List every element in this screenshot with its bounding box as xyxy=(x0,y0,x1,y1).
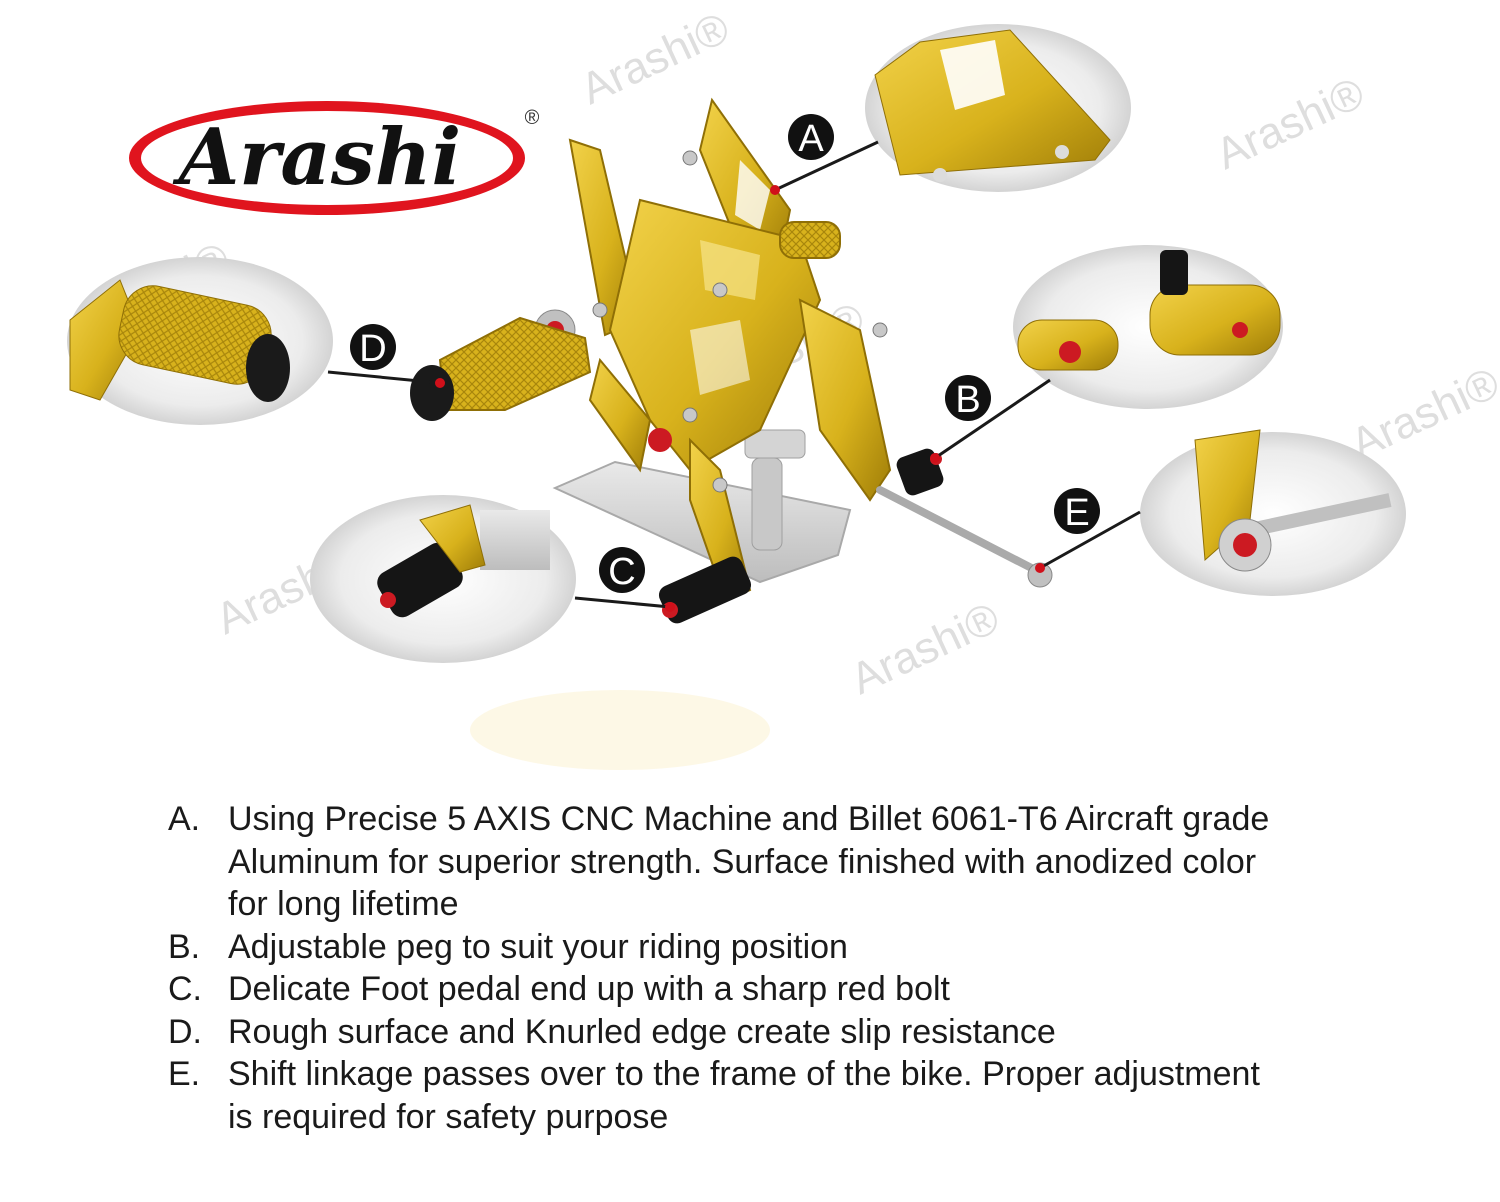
reflection xyxy=(470,690,770,770)
feature-d: D. Rough surface and Knurled edge create… xyxy=(168,1011,1398,1054)
footpeg xyxy=(410,316,592,421)
product-illustration: Arashi® Arashi® Arashi® Arashi® Arashi® … xyxy=(67,3,1500,770)
shift-linkage xyxy=(876,448,1053,588)
arashi-logo: Arashi ® xyxy=(129,101,540,215)
feature-c: C. Delicate Foot pedal end up with a sha… xyxy=(168,968,1398,1011)
product-art: Arashi® Arashi® Arashi® Arashi® Arashi® … xyxy=(67,3,1500,770)
logo-wordmark: Arashi xyxy=(172,112,461,203)
rearset-body xyxy=(534,97,892,602)
feature-a: A. Using Precise 5 AXIS CNC Machine and … xyxy=(168,798,1398,926)
feature-letter: A. xyxy=(168,800,201,838)
callout-c-label: C xyxy=(608,551,635,593)
feature-line: Adjustable peg to suit your riding posit… xyxy=(228,927,848,966)
feature-line: Using Precise 5 AXIS CNC Machine and Bil… xyxy=(228,800,1270,838)
detail-bubble-b xyxy=(1013,245,1283,409)
feature-letter: E. xyxy=(168,1055,201,1093)
callout-e-label: E xyxy=(1064,492,1089,534)
feature-line: Delicate Foot pedal end up with a sharp … xyxy=(228,970,951,1008)
feature-line: Aluminum for superior strength. Surface … xyxy=(228,842,1257,881)
feature-letter: D. xyxy=(168,1012,202,1051)
feature-line: for long lifetime xyxy=(228,885,459,923)
watermark-text: Arashi® xyxy=(844,593,1007,704)
callout-a: A xyxy=(788,114,834,160)
callout-lines xyxy=(327,140,1141,612)
detail-bubble-e xyxy=(1140,429,1406,596)
watermark-text: Arashi® xyxy=(1209,68,1372,179)
feature-letter: B. xyxy=(168,927,201,966)
detail-bubble-d xyxy=(67,257,333,425)
callout-a-label: A xyxy=(798,118,824,160)
feature-line: Shift linkage passes over to the frame o… xyxy=(228,1055,1260,1093)
feature-line: Rough surface and Knurled edge create sl… xyxy=(228,1012,1056,1051)
detail-bubble-c xyxy=(310,495,576,663)
feature-letter: C. xyxy=(168,970,202,1008)
registered-mark: ® xyxy=(525,107,540,129)
feature-e: E. Shift linkage passes over to the fram… xyxy=(168,1053,1398,1138)
watermark-text: Arashi® xyxy=(574,3,737,114)
callout-d: D xyxy=(350,324,396,370)
callout-d-label: D xyxy=(359,328,386,370)
feature-line: is required for safety purpose xyxy=(228,1097,669,1136)
callout-c: C xyxy=(599,547,645,593)
detail-bubble-a xyxy=(865,24,1131,192)
feature-b: B. Adjustable peg to suit your riding po… xyxy=(168,926,1398,969)
watermark-text: Arashi® xyxy=(1344,358,1500,469)
callout-b: B xyxy=(945,375,991,421)
callout-e: E xyxy=(1054,488,1100,534)
feature-list: A. Using Precise 5 AXIS CNC Machine and … xyxy=(168,798,1398,1138)
callout-b-label: B xyxy=(955,379,980,421)
brake-pedal xyxy=(658,556,752,624)
